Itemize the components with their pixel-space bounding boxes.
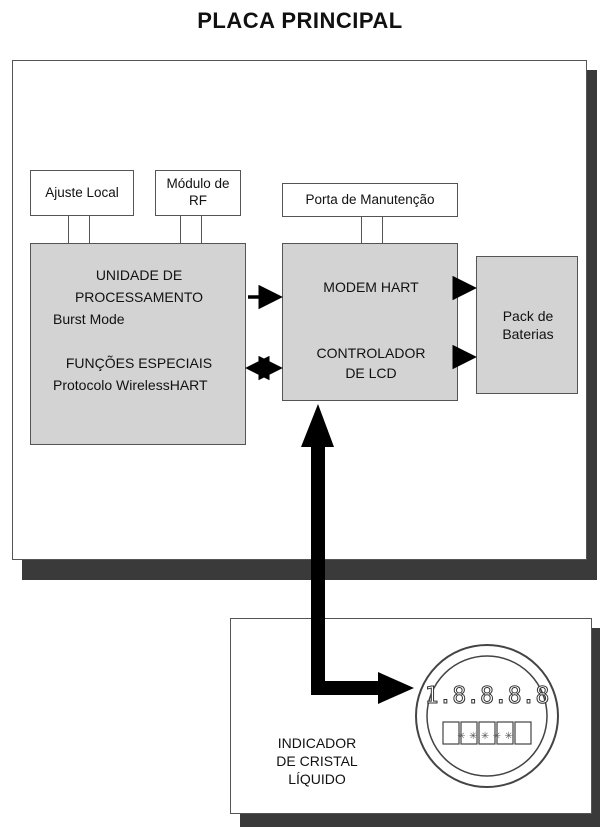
ajuste-local-label: Ajuste Local [45, 184, 119, 200]
lcd-alpha-glyphs: ✳✳✳✳✳ [457, 728, 516, 743]
lcd-label-line-1: INDICADOR [277, 735, 357, 751]
processing-title-1: UNIDADE DE [95, 267, 183, 283]
battery-pack-block: Pack de Baterias [476, 256, 578, 394]
big-arrow-shaft-vertical [311, 446, 325, 694]
lcd-label-line-2: DE CRISTAL [276, 753, 358, 769]
porta-manutencao-block: Porta de Manutenção [282, 183, 458, 217]
lcd-dial-inner [426, 655, 548, 777]
modem-hart-label: MODEM HART [323, 279, 419, 295]
porta-manutencao-label: Porta de Manutenção [305, 191, 435, 207]
lcd-alphanumeric-row [442, 721, 532, 745]
lcd-label-line-3: LÍQUIDO [288, 771, 346, 787]
battery-label-2: Baterias [502, 326, 554, 342]
modulo-rf-label-2: RF [189, 193, 207, 208]
protocolo-wirelesshart-label: Protocolo WirelessHART [53, 377, 208, 393]
modulo-rf-label-1: Módulo de [166, 176, 230, 192]
processing-unit-block: UNIDADE DE PROCESSAMENTO Burst Mode FUNÇ… [30, 243, 246, 445]
de-lcd-label: DE LCD [345, 365, 397, 381]
lcd-numeric-display: 1.8.8.8.8 [425, 683, 550, 709]
modulo-rf-block: Módulo de RF [155, 170, 241, 216]
diagram-title: PLACA PRINCIPAL [197, 8, 403, 33]
big-arrow-right-head [378, 672, 414, 704]
big-arrow-shaft-horizontal [311, 681, 379, 695]
modem-hart-block: MODEM HART CONTROLADOR DE LCD [282, 243, 458, 401]
big-arrow-up-head [301, 404, 334, 447]
controlador-label: CONTROLADOR [316, 345, 426, 361]
battery-label-1: Pack de [502, 308, 554, 324]
funcoes-especiais-label: FUNÇÕES ESPECIAIS [65, 355, 213, 371]
processing-title-2: PROCESSAMENTO [74, 289, 204, 305]
ajuste-local-block: Ajuste Local [30, 170, 134, 216]
burst-mode-label: Burst Mode [53, 311, 125, 327]
